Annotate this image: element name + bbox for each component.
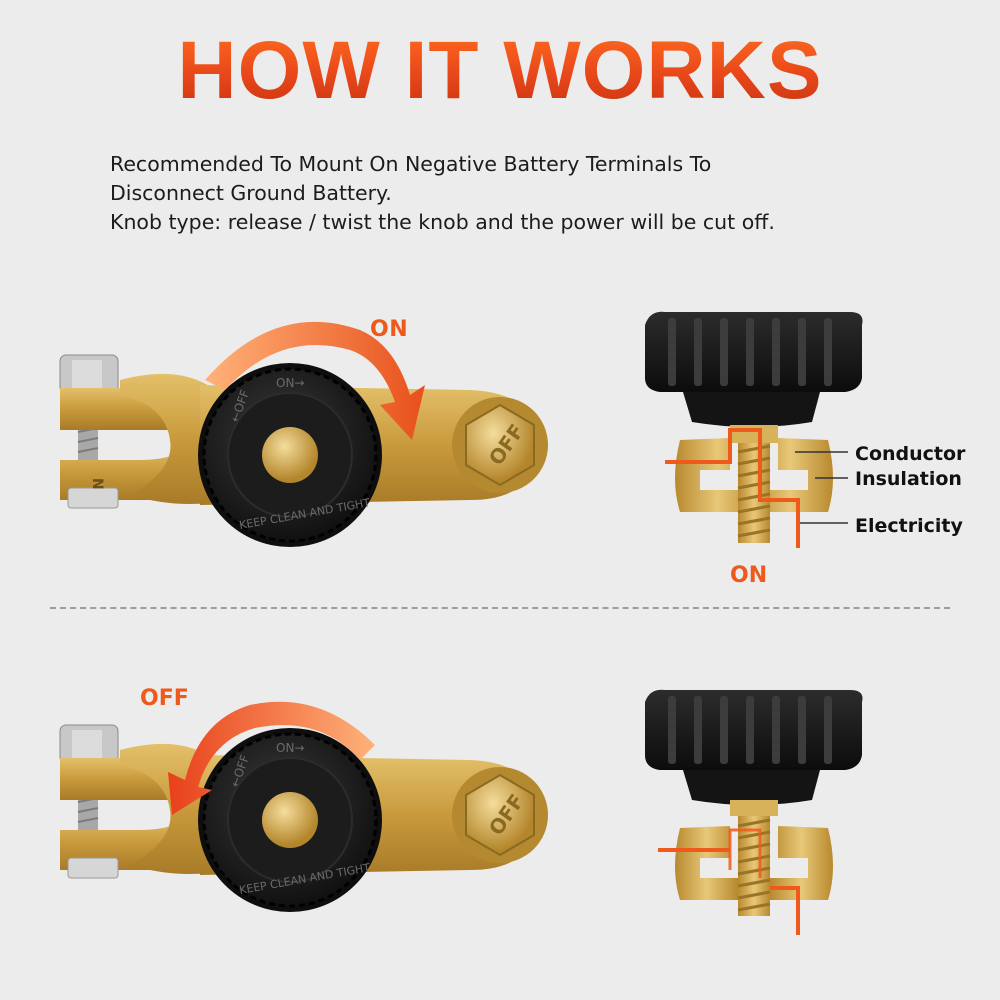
description-line-1: Recommended To Mount On Negative Battery… [110, 152, 712, 176]
svg-text:N: N [89, 478, 105, 490]
on-arrow-icon [205, 321, 425, 440]
page-title: HOW IT WORKS [0, 30, 1000, 112]
off-arrow-label: OFF [140, 686, 189, 711]
on-state-label: ON [730, 563, 767, 588]
svg-text:ON→: ON→ [276, 376, 304, 390]
legend-electricity: Electricity [855, 515, 963, 537]
section-divider [50, 607, 950, 609]
cross-section-off [645, 689, 863, 935]
description-line-3: Knob type: release / twist the knob and … [110, 210, 775, 234]
description-line-2: Disconnect Ground Battery. [110, 181, 392, 205]
legend-insulation: Insulation [855, 468, 962, 490]
terminal-on: N OFF ←OFF ON→ KEEP CLEAN AND TIGHT [59, 321, 548, 547]
on-arrow-label: ON [370, 317, 408, 342]
legend-conductor: Conductor [855, 443, 966, 465]
svg-text:ON→: ON→ [276, 741, 304, 755]
description-text: Recommended To Mount On Negative Battery… [110, 150, 970, 237]
off-arrow-icon [168, 701, 375, 815]
cross-section-on [645, 311, 863, 548]
terminal-off: OFF ←OFF ON→ KEEP CLEAN AND TIGHT [59, 701, 548, 912]
